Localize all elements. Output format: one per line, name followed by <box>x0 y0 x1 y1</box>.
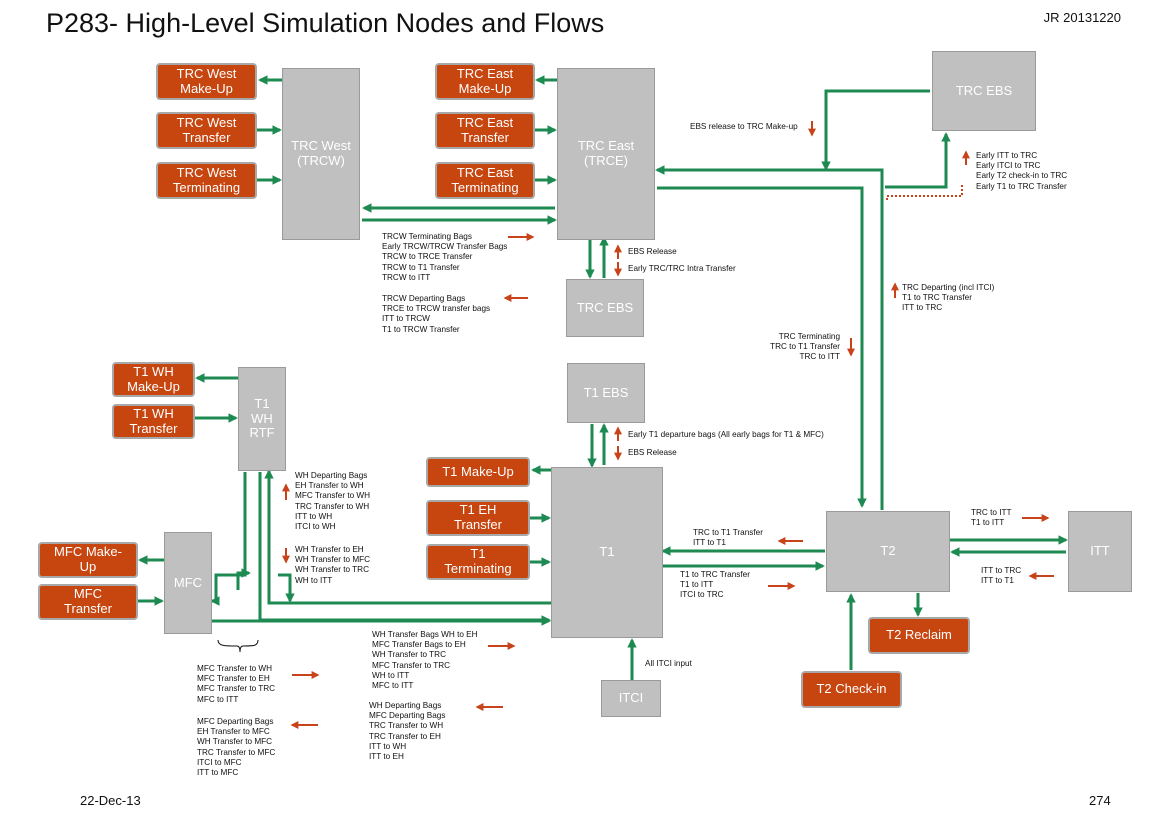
label-ebs-release-mid: EBS Release <box>628 247 677 256</box>
mfc-bracket <box>217 639 259 653</box>
node-trce-terminating: TRC East Terminating <box>435 162 535 199</box>
label-wh-transfer-bags: WH Transfer Bags WH to EH MFC Transfer B… <box>372 630 478 691</box>
node-t1wh-makeup: T1 WH Make-Up <box>112 362 195 397</box>
node-t1-makeup: T1 Make-Up <box>426 457 530 487</box>
node-trc-east: TRC East (TRCE) <box>557 68 655 240</box>
flow-wh-down <box>210 472 247 606</box>
node-trce-transfer: TRC East Transfer <box>435 112 535 149</box>
node-mfc-makeup: MFC Make- Up <box>38 542 138 578</box>
label-trc-terminating: TRC Terminating TRC to T1 Transfer TRC t… <box>770 332 840 362</box>
node-trcw-terminating: TRC West Terminating <box>156 162 257 199</box>
label-trcw-in: TRCW Departing Bags TRCE to TRCW transfe… <box>382 294 491 334</box>
label-early-t1-departure: Early T1 departure bags (All early bags … <box>628 430 824 439</box>
label-wh-transfer: WH Transfer to EH WH Transfer to MFC WH … <box>295 545 371 585</box>
label-wh-departing: WH Departing Bags EH Transfer to WH MFC … <box>295 471 371 532</box>
node-t2: T2 <box>826 511 950 592</box>
label-itt-to-trc: ITT to TRC ITT to T1 <box>981 566 1022 586</box>
label-trc-departing: TRC Departing (incl ITCI) T1 to TRC Tran… <box>902 283 995 313</box>
label-trc-to-t1: TRC to T1 Transfer ITT to T1 <box>693 528 763 548</box>
flow-trce-to-t2 <box>657 186 867 508</box>
label-ebs-release-trc-makeup: EBS release to TRC Make-up <box>690 122 798 131</box>
flow-wh-to-right <box>278 573 295 603</box>
node-t2-reclaim: T2 Reclaim <box>868 617 970 654</box>
label-wh-departing-bags: WH Departing Bags MFC Departing Bags TRC… <box>369 701 446 762</box>
flow-t1-to-wh <box>264 469 551 605</box>
document-ref: JR 20131220 <box>1043 10 1121 25</box>
label-ebs-release-t1: EBS Release <box>628 448 677 457</box>
flow-dotted-early <box>886 185 963 200</box>
node-itci: ITCI <box>601 680 661 717</box>
node-trcw-transfer: TRC West Transfer <box>156 112 257 149</box>
node-trce-makeup: TRC East Make-Up <box>435 63 535 100</box>
node-trc-ebs-mid: TRC EBS <box>566 279 644 337</box>
footer-date: 22-Dec-13 <box>80 793 141 808</box>
node-mfc-transfer: MFC Transfer <box>38 584 138 620</box>
label-early-trc-intra: Early TRC/TRC Intra Transfer <box>628 264 736 273</box>
node-itt: ITT <box>1068 511 1132 592</box>
label-early-to-trc: Early ITT to TRC Early ITCI to TRC Early… <box>976 151 1068 191</box>
label-mfc-transfer: MFC Transfer to WH MFC Transfer to EH MF… <box>197 664 276 704</box>
node-t1-wh-rtf: T1 WH RTF <box>238 367 286 471</box>
node-trc-ebs-top: TRC EBS <box>932 51 1036 131</box>
node-trc-west: TRC West (TRCW) <box>282 68 360 240</box>
label-trcw-out: TRCW Terminating Bags Early TRCW/TRCW Tr… <box>382 232 508 282</box>
page-title: P283- High-Level Simulation Nodes and Fl… <box>46 8 605 38</box>
flow-ebs-top-to-trce <box>821 89 930 171</box>
node-mfc: MFC <box>164 532 212 634</box>
node-t1-terminating: T1 Terminating <box>426 544 530 580</box>
label-t1-to-trc: T1 to TRC Transfer T1 to ITT ITCI to TRC <box>680 570 750 600</box>
label-trc-to-itt: TRC to ITT T1 to ITT <box>971 508 1012 528</box>
node-t1-eh-transfer: T1 EH Transfer <box>426 500 530 536</box>
flow-wh-to-mfc <box>236 568 251 590</box>
flow-to-ebs-top <box>885 132 951 189</box>
node-t1-ebs: T1 EBS <box>567 363 645 423</box>
node-trcw-makeup: TRC West Make-Up <box>156 63 257 100</box>
node-t1: T1 <box>551 467 663 638</box>
label-mfc-departing: MFC Departing Bags EH Transfer to MFC WH… <box>197 717 276 778</box>
node-t2-checkin: T2 Check-in <box>801 671 902 708</box>
footer-page-number: 274 <box>1089 793 1111 808</box>
label-all-itci-input: All ITCI input <box>645 659 692 668</box>
flow-t2-to-trce <box>655 165 884 510</box>
node-t1wh-transfer: T1 WH Transfer <box>112 404 195 439</box>
